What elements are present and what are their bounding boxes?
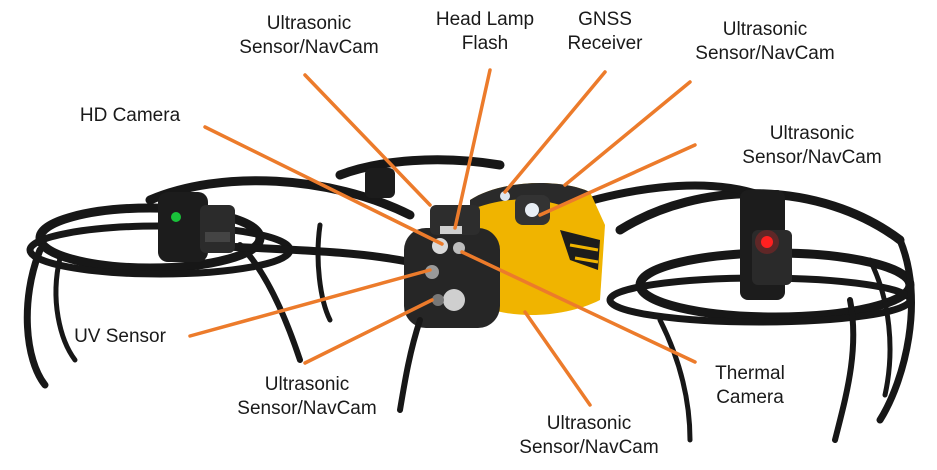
label-uv-sensor: UV Sensor [60,325,180,349]
label-head-lamp: Head Lamp Flash [420,8,550,56]
label-ultrasonic-bottom-left: Ultrasonic Sensor/NavCam [218,373,396,421]
label-line: Ultrasonic [500,412,678,436]
label-line: Sensor/NavCam [500,436,678,460]
label-line: Camera [700,386,800,410]
label-line: UV Sensor [60,325,180,349]
callout-line-us-bottom [525,312,590,405]
label-line: Receiver [560,32,650,56]
label-ultrasonic-top-right: Ultrasonic Sensor/NavCam [676,18,854,66]
callout-line-hd-camera [205,127,442,244]
label-gnss: GNSS Receiver [560,8,650,56]
label-line: Ultrasonic [723,122,901,146]
label-line: Head Lamp [420,8,550,32]
callout-line-uv-sensor [190,270,430,336]
right-motor-pod [740,190,792,300]
label-line: Ultrasonic [218,373,396,397]
label-ultrasonic-top: Ultrasonic Sensor/NavCam [220,12,398,60]
green-led-icon [171,212,181,222]
label-line: Sensor/NavCam [676,42,854,66]
callout-line-gnss [505,72,605,192]
label-line: HD Camera [65,104,195,128]
label-line: GNSS [560,8,650,32]
label-line: Flash [420,32,550,56]
label-line: Sensor/NavCam [218,397,396,421]
label-thermal-camera: Thermal Camera [700,362,800,410]
label-line: Thermal [700,362,800,386]
label-ultrasonic-right: Ultrasonic Sensor/NavCam [723,122,901,170]
label-line: Ultrasonic [220,12,398,36]
label-line: Sensor/NavCam [723,146,901,170]
left-motor-pod [158,192,235,262]
label-line: Ultrasonic [676,18,854,42]
label-hd-camera: HD Camera [65,104,195,128]
label-line: Sensor/NavCam [220,36,398,60]
label-ultrasonic-bottom: Ultrasonic Sensor/NavCam [500,412,678,460]
